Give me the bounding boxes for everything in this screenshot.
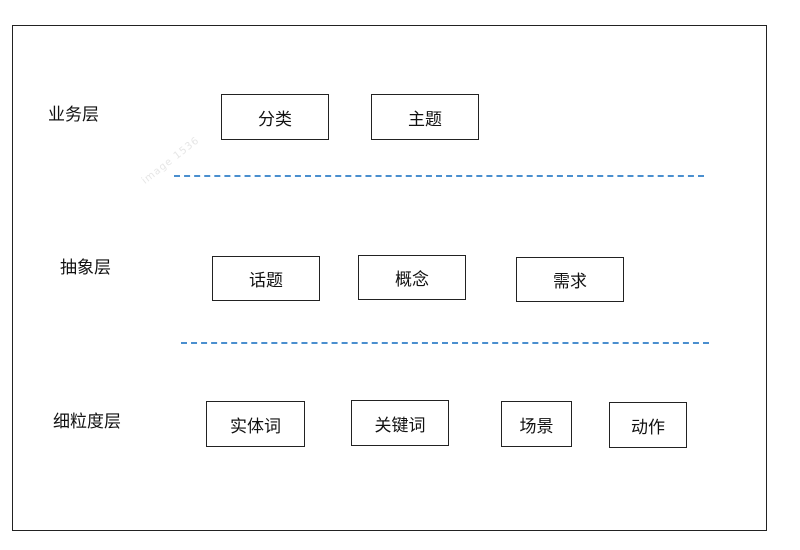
box-entity-word: 实体词 (206, 401, 305, 447)
box-keyword: 关键词 (351, 400, 449, 446)
box-demand: 需求 (516, 257, 624, 302)
layer-divider-1 (174, 175, 704, 177)
layer-label-abstract: 抽象层 (60, 258, 111, 278)
diagram-frame (12, 25, 767, 531)
box-subject: 话题 (212, 256, 320, 301)
box-category: 分类 (221, 94, 329, 140)
box-action: 动作 (609, 402, 687, 448)
layer-label-business: 业务层 (48, 105, 99, 125)
box-concept: 概念 (358, 255, 466, 300)
layer-label-fine-grained: 细粒度层 (53, 412, 121, 432)
box-topic: 主题 (371, 94, 479, 140)
box-scene: 场景 (501, 401, 572, 447)
layer-divider-2 (181, 342, 709, 344)
